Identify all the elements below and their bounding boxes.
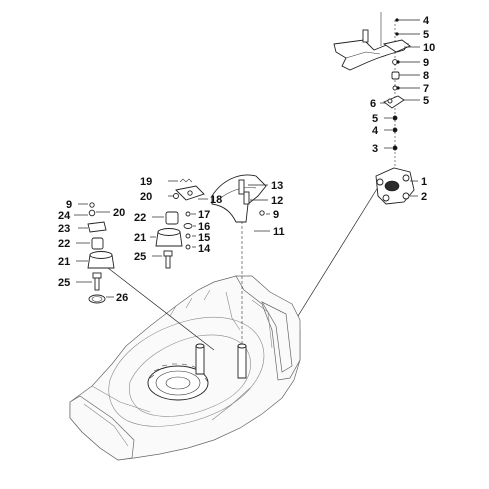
callout-7: 7 [423, 83, 429, 95]
callout-22: 22 [134, 212, 146, 224]
callout-labels: 4 5 10 9 8 7 6 5 5 4 3 1 2 13 12 9 11 19… [58, 15, 435, 304]
callout-9: 9 [273, 209, 279, 221]
callout-18: 18 [210, 194, 222, 206]
callout-15: 15 [198, 232, 210, 244]
callout-24: 24 [58, 210, 71, 222]
callout-5: 5 [423, 95, 429, 107]
callout-leaders [74, 19, 420, 298]
callout-9: 9 [66, 199, 72, 211]
callout-20: 20 [140, 191, 152, 203]
callout-1: 1 [421, 176, 427, 188]
leader-line-left [107, 267, 215, 351]
callout-4: 4 [423, 15, 430, 27]
callout-19: 19 [140, 176, 152, 188]
callout-3: 3 [372, 143, 378, 155]
callout-12: 12 [271, 195, 283, 207]
callout-22: 22 [58, 238, 70, 250]
callout-13: 13 [271, 180, 283, 192]
callout-26: 26 [116, 292, 128, 304]
callout-11: 11 [273, 226, 285, 238]
callout-21: 21 [58, 256, 70, 268]
callout-9: 9 [423, 57, 429, 69]
callout-4: 4 [372, 125, 379, 137]
leader-dots [393, 18, 400, 150]
callout-25: 25 [134, 251, 146, 263]
callout-17: 17 [198, 209, 210, 221]
callout-20: 20 [113, 207, 125, 219]
leader-line-right [297, 183, 381, 317]
callout-8: 8 [423, 70, 429, 82]
callout-23: 23 [58, 223, 70, 235]
left-mount-assembly [87, 202, 115, 304]
centre-cover-assembly [155, 174, 267, 269]
mower-deck [69, 275, 301, 461]
callout-5: 5 [372, 113, 378, 125]
callout-25: 25 [58, 277, 70, 289]
callout-2: 2 [421, 191, 427, 203]
callout-21: 21 [134, 232, 146, 244]
callout-6: 6 [370, 98, 376, 110]
callout-14: 14 [198, 243, 211, 255]
upper-cover-assembly [333, 12, 415, 205]
callout-5: 5 [423, 29, 429, 41]
callout-10: 10 [423, 42, 435, 54]
callout-16: 16 [198, 221, 210, 233]
